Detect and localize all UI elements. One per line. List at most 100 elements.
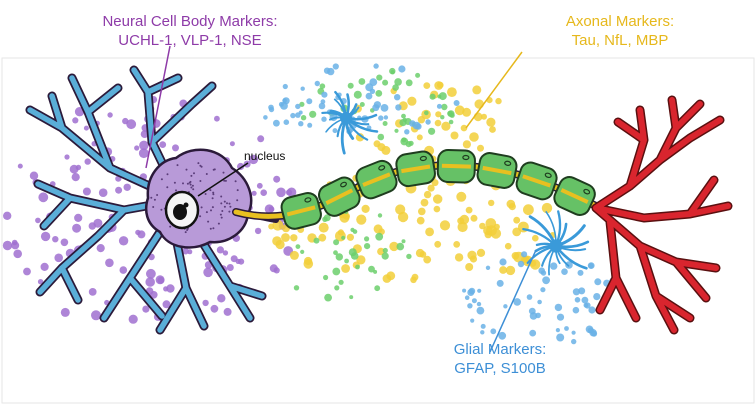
biomarker-dot bbox=[506, 199, 516, 209]
biomarker-dot bbox=[126, 119, 137, 130]
biomarker-dot bbox=[382, 247, 388, 254]
biomarker-dot bbox=[256, 182, 263, 189]
biomarker-dot bbox=[88, 288, 97, 296]
stipple-dot bbox=[220, 195, 223, 198]
biomarker-dot bbox=[84, 158, 91, 165]
biomarker-dot bbox=[401, 137, 407, 143]
stipple-dot bbox=[228, 202, 231, 205]
biomarker-dot bbox=[390, 70, 395, 75]
biomarker-dot bbox=[361, 204, 370, 213]
stipple-dot bbox=[204, 193, 207, 195]
stipple-dot bbox=[209, 227, 212, 230]
biomarker-dot bbox=[450, 131, 459, 140]
biomarker-dot bbox=[248, 154, 259, 165]
biomarker-dot bbox=[528, 307, 536, 315]
biomarker-dot bbox=[386, 271, 396, 281]
biomarker-dot bbox=[424, 110, 429, 116]
biomarker-dot bbox=[138, 148, 149, 159]
biomarker-dot bbox=[337, 229, 344, 236]
biomarker-dot bbox=[323, 274, 329, 281]
biomarker-dot bbox=[210, 304, 219, 313]
stipple-dot bbox=[212, 168, 215, 171]
biomarker-dot bbox=[396, 242, 405, 251]
biomarker-dot bbox=[222, 250, 229, 256]
biomarker-dot bbox=[505, 265, 516, 276]
biomarker-dot bbox=[394, 128, 399, 133]
biomarker-dot bbox=[415, 248, 425, 258]
biomarker-dot bbox=[462, 140, 471, 149]
biomarker-dot bbox=[295, 103, 301, 110]
stipple-dot bbox=[234, 180, 237, 183]
biomarker-dot bbox=[60, 238, 69, 247]
biomarker-dot bbox=[477, 144, 484, 152]
biomarker-dot bbox=[437, 81, 444, 89]
biomarker-dot bbox=[410, 276, 417, 284]
biomarker-dot bbox=[163, 286, 169, 292]
stipple-dot bbox=[190, 174, 193, 177]
biomarker-dot bbox=[540, 287, 546, 293]
biomarker-dot bbox=[555, 328, 561, 333]
biomarker-dot bbox=[377, 143, 386, 152]
stipple-dot bbox=[223, 205, 226, 208]
biomarker-dot bbox=[91, 310, 101, 321]
nucleus-pointer bbox=[197, 162, 249, 197]
biomarker-dot bbox=[378, 115, 384, 121]
stipple-dot bbox=[212, 191, 215, 194]
biomarker-dot bbox=[479, 222, 486, 230]
stipple-dot bbox=[217, 222, 220, 225]
myelin-segment bbox=[355, 159, 398, 200]
biomarker-dot bbox=[530, 259, 541, 270]
stipple-dot bbox=[156, 194, 159, 196]
biomarker-dot bbox=[376, 74, 383, 81]
glial-cell bbox=[321, 90, 379, 155]
biomarker-dot bbox=[439, 220, 451, 231]
biomarker-dot bbox=[395, 104, 402, 111]
biomarker-dot bbox=[260, 189, 268, 196]
biomarker-dot bbox=[374, 285, 381, 292]
biomarker-dot bbox=[440, 115, 445, 120]
stipple-dot bbox=[173, 181, 176, 184]
stipple-dot bbox=[185, 168, 188, 171]
biomarker-dot bbox=[353, 90, 362, 99]
cell-body-markers-title: Neural Cell Body Markers: bbox=[102, 13, 278, 30]
biomarker-dot bbox=[295, 244, 301, 250]
biomarker-dot bbox=[406, 253, 412, 260]
stipple-dot bbox=[223, 179, 226, 182]
biomarker-dot bbox=[2, 240, 13, 251]
biomarker-dot bbox=[29, 171, 39, 180]
biomarker-dot bbox=[105, 258, 114, 268]
biomarker-dot bbox=[529, 329, 537, 337]
stipple-dot bbox=[209, 189, 212, 192]
axonal-markers-items: Tau, NfL, MBP bbox=[571, 32, 669, 49]
biomarker-dot bbox=[273, 175, 281, 183]
biomarker-dot bbox=[490, 228, 502, 239]
cell-body-pointer bbox=[145, 45, 171, 169]
biomarker-dot bbox=[591, 330, 598, 337]
biomarker-dot bbox=[74, 213, 83, 222]
biomarker-dot bbox=[341, 264, 350, 273]
biomarker-dot bbox=[268, 206, 275, 213]
biomarker-dot bbox=[454, 105, 465, 116]
biomarker-dot bbox=[418, 207, 426, 216]
biomarker-dot bbox=[276, 187, 286, 198]
biomarker-dot bbox=[523, 204, 534, 216]
biomarker-dot bbox=[72, 117, 79, 124]
axonal-markers-label: Axonal Markers: Tau, NfL, MBP bbox=[520, 12, 720, 50]
stipple-dot bbox=[236, 189, 239, 192]
biomarker-dot bbox=[273, 267, 280, 274]
biomarker-dot bbox=[389, 241, 399, 252]
biomarker-dot bbox=[318, 222, 329, 233]
biomarker-dot bbox=[352, 229, 358, 234]
biomarker-dot bbox=[11, 239, 18, 246]
myelin-segment bbox=[515, 161, 558, 201]
biomarker-dot bbox=[82, 187, 91, 196]
biomarker-dot bbox=[98, 188, 108, 197]
biomarker-dot bbox=[140, 130, 149, 139]
biomarker-dot bbox=[564, 326, 569, 331]
biomarker-dot bbox=[333, 239, 340, 246]
stipple-dot bbox=[186, 182, 189, 185]
biomarker-dot bbox=[290, 234, 298, 242]
biomarker-dot bbox=[499, 258, 507, 266]
biomarker-dot bbox=[364, 236, 370, 242]
axonal-markers-title: Axonal Markers: bbox=[565, 13, 675, 30]
